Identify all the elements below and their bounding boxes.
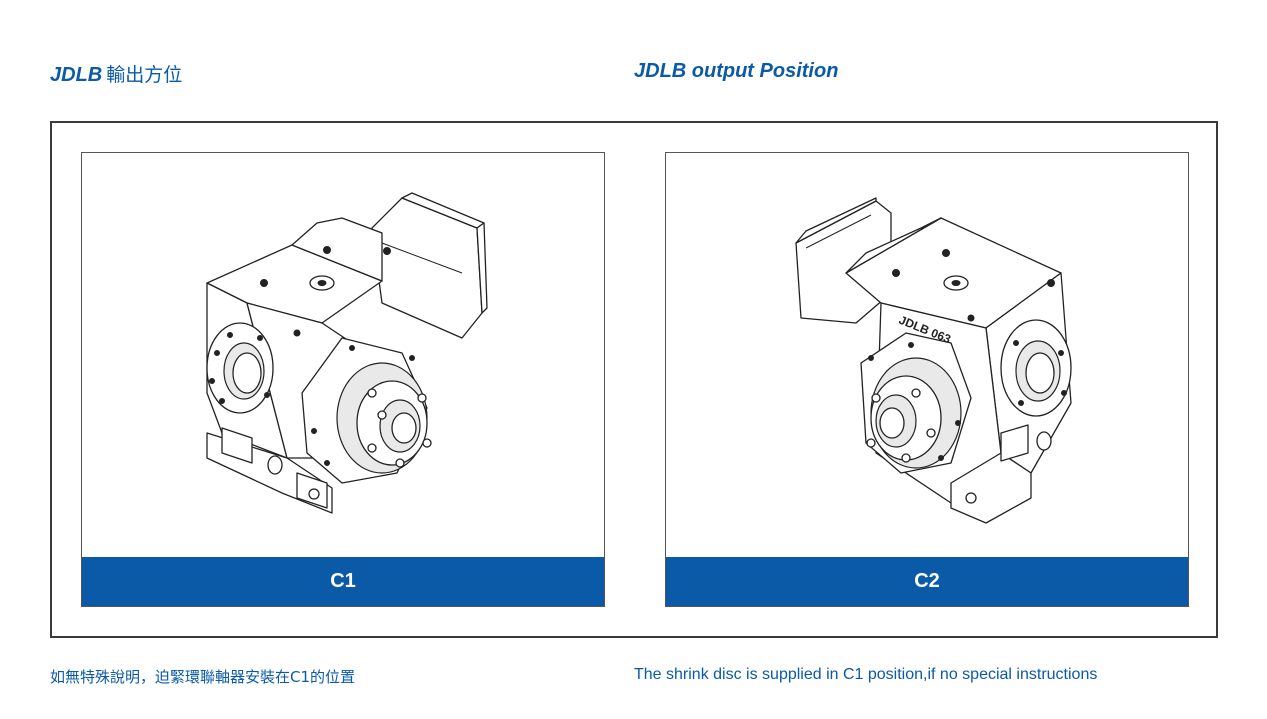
outer-frame xyxy=(50,121,1218,638)
panel-c2: JDLB 063 C2 xyxy=(665,152,1189,607)
panel-c1: C1 xyxy=(81,152,605,607)
title-en: JDLB output Position xyxy=(634,60,839,82)
gearbox-c1-illustration xyxy=(206,192,488,514)
gearbox-c2-illustration: JDLB 063 xyxy=(795,197,1072,524)
title-cn-brand: JDLB xyxy=(50,64,103,86)
note-en: The shrink disc is supplied in C1 positi… xyxy=(634,666,1098,683)
title-cn-text: 輸出方位 xyxy=(106,64,183,86)
label-bar-c1: C1 xyxy=(82,557,604,606)
note-cn: 如無特殊說明，迫緊環聯軸器安裝在C1的位置 xyxy=(50,668,356,686)
label-bar-c2: C2 xyxy=(666,557,1188,606)
